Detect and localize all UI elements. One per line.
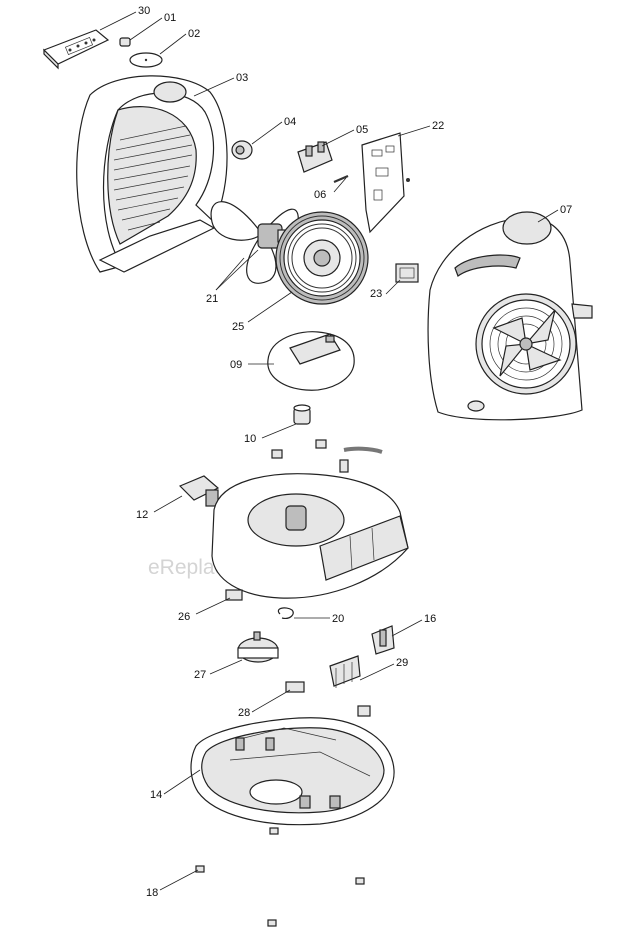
callout-06: 06 — [314, 189, 326, 201]
callout-29: 29 — [396, 657, 408, 669]
part-20-clip-ring[interactable] — [277, 607, 294, 619]
callout-12: 12 — [136, 509, 148, 521]
part-16-bracket[interactable] — [371, 625, 395, 655]
part-26-clip[interactable] — [225, 589, 243, 601]
callout-02: 02 — [188, 28, 200, 40]
main-base-housing[interactable] — [211, 473, 409, 599]
callout-09: 09 — [230, 359, 242, 371]
callout-21: 21 — [206, 293, 218, 305]
part-09-base-cap[interactable] — [267, 331, 355, 391]
part-04-bushing[interactable] — [231, 140, 253, 160]
part-28-fuse[interactable] — [285, 681, 305, 693]
hose-and-clips[interactable] — [271, 439, 383, 473]
part-07-rear-housing[interactable] — [427, 211, 593, 421]
callout-01: 01 — [164, 12, 176, 24]
callout-26: 26 — [178, 611, 190, 623]
part-05-switch[interactable] — [297, 141, 333, 173]
callout-18: 18 — [146, 887, 158, 899]
callout-27: 27 — [194, 669, 206, 681]
part-23-relay[interactable] — [395, 263, 419, 283]
callout-23: 23 — [370, 288, 382, 300]
callout-labels: 30 01 02 03 04 05 22 06 07 21 23 25 09 1… — [136, 5, 572, 899]
part-14-bottom-base[interactable] — [190, 717, 395, 826]
callout-04: 04 — [284, 116, 296, 128]
part-03-front-housing[interactable] — [76, 75, 228, 273]
leader-lines — [99, 11, 559, 891]
part-30-remote[interactable] — [42, 29, 110, 70]
callout-10: 10 — [244, 433, 256, 445]
callout-07: 07 — [560, 204, 572, 216]
part-27-timer[interactable] — [237, 631, 279, 663]
callout-20: 20 — [332, 613, 344, 625]
small-clip[interactable] — [357, 705, 371, 717]
callout-28: 28 — [238, 707, 250, 719]
part-01-knob[interactable] — [119, 37, 131, 47]
callout-14: 14 — [150, 789, 162, 801]
callout-05: 05 — [356, 124, 368, 136]
part-25-heating-element[interactable] — [275, 211, 369, 305]
part-18-feet[interactable] — [195, 827, 365, 927]
callout-16: 16 — [424, 613, 436, 625]
part-22-control-board[interactable] — [361, 132, 410, 234]
part-10-bushing[interactable] — [293, 404, 311, 425]
callout-22: 22 — [432, 120, 444, 132]
callout-30: 30 — [138, 5, 150, 17]
callout-03: 03 — [236, 72, 248, 84]
part-06-screw[interactable] — [333, 174, 349, 184]
part-02-disc[interactable] — [129, 52, 163, 68]
part-12-bracket[interactable] — [178, 475, 220, 507]
callout-25: 25 — [232, 321, 244, 333]
part-29-terminal-block[interactable] — [329, 655, 361, 688]
